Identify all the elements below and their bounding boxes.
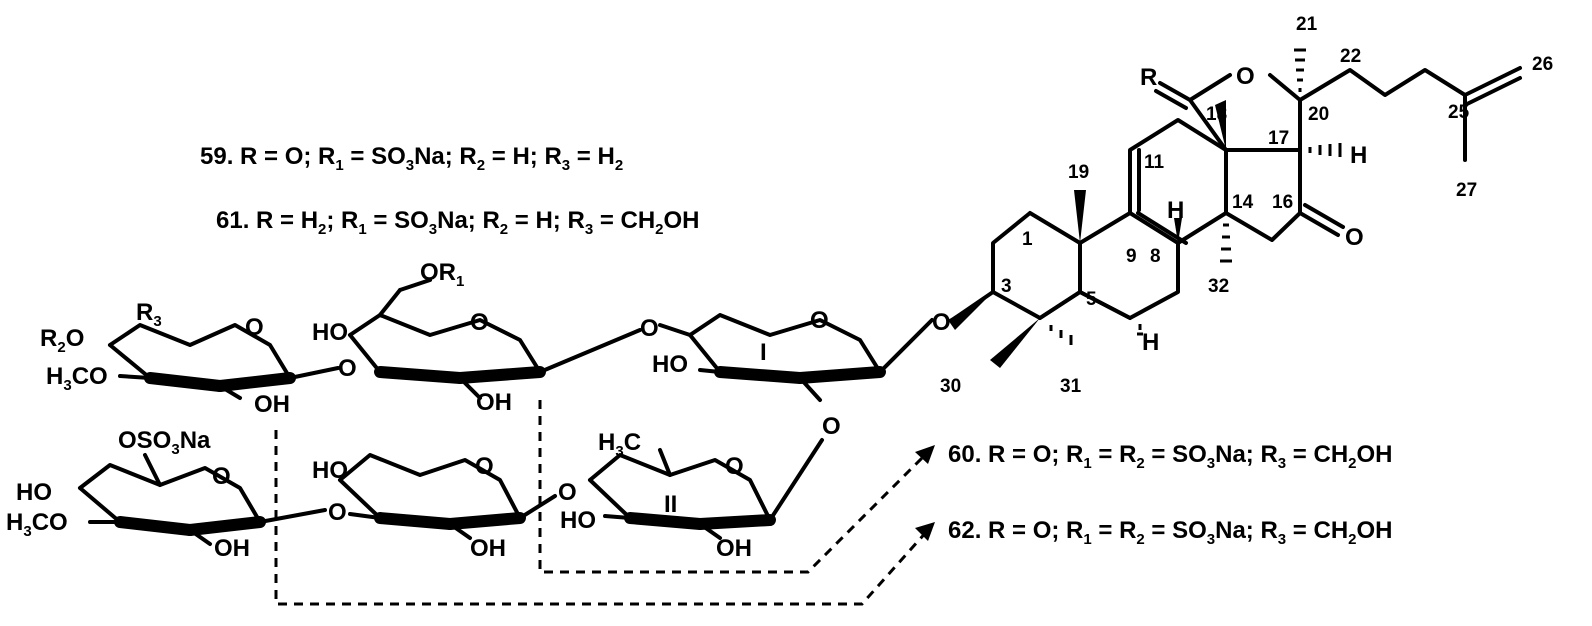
- sugar-ring-terminal-lower: [78, 453, 327, 546]
- terminal-upper-r3: R3: [136, 299, 162, 330]
- locant-31: 31: [1060, 376, 1082, 397]
- arrowhead-62: [915, 522, 935, 541]
- locant-30: 30: [940, 376, 961, 397]
- lower-middle-ho: HO: [312, 457, 348, 484]
- atom-h5: H: [1142, 329, 1159, 356]
- sugar-ii-o-link: O: [558, 479, 577, 506]
- locant-25: 25: [1448, 102, 1470, 123]
- atom-h8: H: [1167, 197, 1184, 224]
- sugar-ii-h3c: H3C: [598, 429, 641, 460]
- sugar-ring-i: [658, 313, 934, 402]
- sugar-ii-oh: OH: [716, 535, 752, 562]
- atom-h17: H: [1350, 142, 1367, 169]
- legend-compound-59: 59. R = O; R1 = SO3Na; R2 = H; R3 = H2: [200, 143, 623, 174]
- sugar-ring-terminal-upper: [108, 323, 340, 400]
- sugar-i-glycosidic-o: O: [640, 315, 659, 342]
- terminal-upper-ring-o: O: [245, 314, 264, 341]
- glucose-upper-ho: HO: [312, 319, 348, 346]
- locant-9: 9: [1126, 246, 1137, 267]
- locant-19: 19: [1068, 162, 1089, 183]
- arrow-to-62: [274, 430, 930, 606]
- locant-22: 22: [1340, 46, 1361, 67]
- legend-compound-60: 60. R = O; R1 = R2 = SO3Na; R3 = CH2OH: [948, 441, 1393, 472]
- locant-1: 1: [1022, 229, 1033, 250]
- locant-21: 21: [1296, 14, 1318, 35]
- glucose-upper-or1: OR1: [420, 259, 464, 290]
- locant-18: 18: [1206, 104, 1227, 125]
- locant-26: 26: [1532, 54, 1553, 75]
- aglycone-skeleton: [948, 48, 1522, 368]
- arrow-to-60: [538, 400, 930, 574]
- c19-methyl-wedge: [1074, 190, 1086, 243]
- glucose-upper-o-link: O: [338, 355, 357, 382]
- sugar-ii-ring-o: O: [725, 453, 744, 480]
- atom-c3-o: O: [932, 309, 951, 336]
- sugar-i-ring-o: O: [810, 307, 829, 334]
- lower-middle-oh: OH: [470, 535, 506, 562]
- sugar-i-ho: HO: [652, 351, 688, 378]
- legend-compound-62: 62. R = O; R1 = R2 = SO3Na; R3 = CH2OH: [948, 517, 1393, 548]
- terminal-lower-oh: OH: [214, 535, 250, 562]
- atom-lactone-o: O: [1236, 63, 1255, 90]
- legend-compound-61: 61. R = H2; R1 = SO3Na; R2 = H; R3 = CH2…: [216, 207, 700, 238]
- locant-8: 8: [1150, 246, 1161, 267]
- terminal-lower-ring-o: O: [212, 463, 231, 490]
- sugar-ii-label: II: [664, 491, 677, 518]
- terminal-lower-h3co: H3CO: [6, 509, 68, 540]
- lower-middle-ring-o: O: [475, 453, 494, 480]
- sugar-i-label: I: [760, 339, 767, 366]
- locant-32: 32: [1208, 276, 1229, 297]
- locant-11: 11: [1144, 152, 1165, 173]
- locant-27: 27: [1456, 180, 1477, 201]
- atom-r: R: [1140, 64, 1157, 91]
- lower-middle-o-link: O: [328, 499, 347, 526]
- locant-17: 17: [1268, 128, 1289, 149]
- glucose-upper-ring-o: O: [470, 309, 489, 336]
- locant-5: 5: [1086, 289, 1097, 310]
- sugar-ring-ii: [588, 438, 824, 540]
- glucose-upper-oh: OH: [476, 389, 512, 416]
- sugar-ii-ho: HO: [560, 507, 596, 534]
- sugar-ring-glucose-upper: [348, 278, 642, 400]
- arrowhead-60: [915, 445, 935, 464]
- locant-numbers: 1 3 5 8 9 11 14 16 17 18 19 20 21 22 25 …: [940, 14, 1553, 397]
- terminal-lower-oso3na: OSO3Na: [118, 427, 211, 458]
- atom-c16-ketone-o: O: [1345, 224, 1364, 251]
- terminal-upper-h3co: H3CO: [46, 363, 108, 394]
- terminal-lower-ho: HO: [16, 479, 52, 506]
- sugar-ring-lower-middle: [338, 453, 557, 540]
- sugar-i-c2-o: O: [822, 413, 841, 440]
- locant-3: 3: [1001, 276, 1012, 297]
- terminal-upper-r2o: R2O: [40, 325, 84, 356]
- locant-14: 14: [1232, 192, 1254, 213]
- locant-20: 20: [1308, 104, 1329, 125]
- locant-16: 16: [1272, 192, 1293, 213]
- terminal-upper-oh: OH: [254, 391, 290, 418]
